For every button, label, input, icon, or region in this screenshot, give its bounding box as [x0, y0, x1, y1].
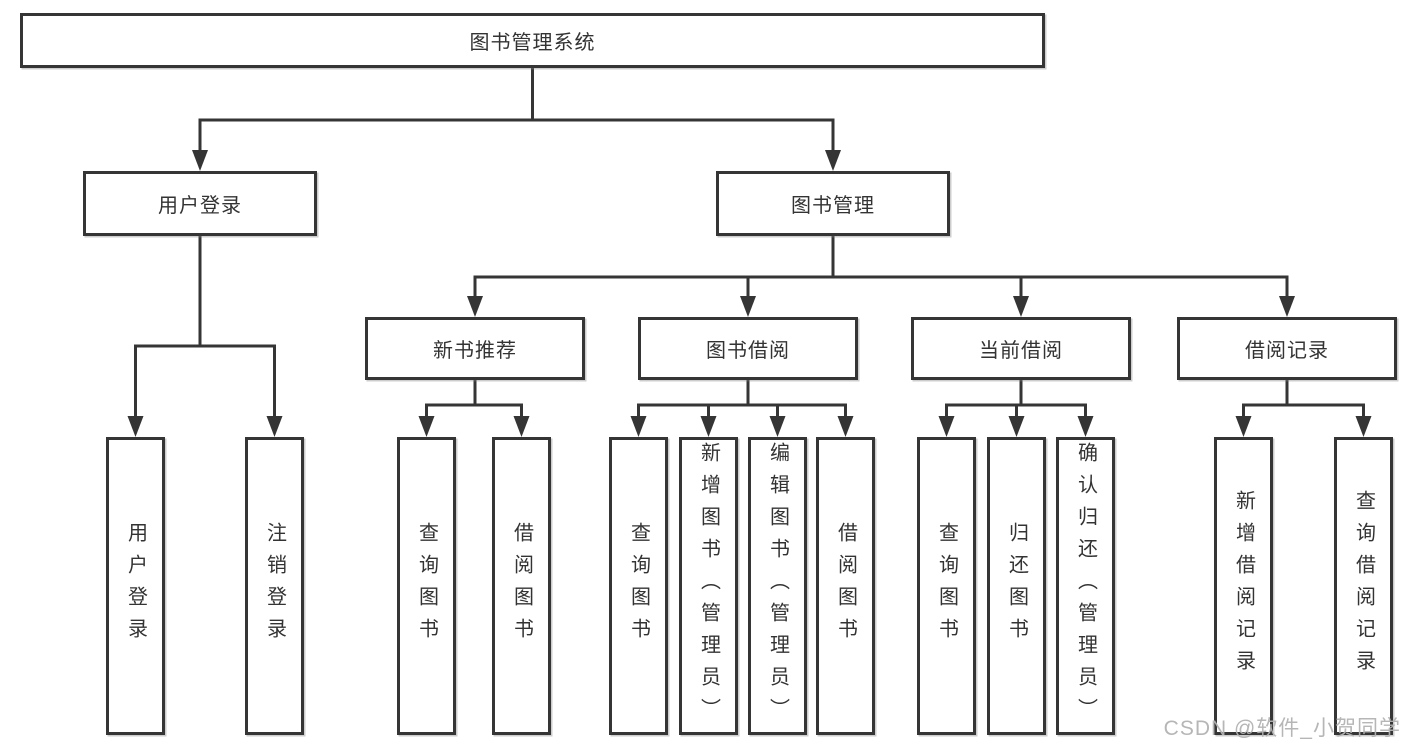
- leaf-bb-add-books-label: 新增图书（管理员）: [697, 442, 720, 730]
- node-library-system: 图书管理系统: [20, 13, 1045, 68]
- connector-new-book-recommend-to-leaves: [425, 380, 523, 418]
- node-user-login-label: 用户登录: [158, 195, 242, 217]
- node-new-book-recommend: 新书推荐: [365, 317, 585, 380]
- node-user-login: 用户登录: [83, 171, 317, 236]
- connector-borrow-records-to-leaves: [1242, 380, 1365, 418]
- leaf-bb-edit-books: 编辑图书（管理员）: [748, 437, 807, 735]
- leaf-bb-borrow-books: 借阅图书: [816, 437, 875, 735]
- leaf-user-login: 用户登录: [106, 437, 165, 735]
- node-library-system-label: 图书管理系统: [469, 32, 596, 54]
- leaf-cb-confirm-return: 确认归还（管理员）: [1056, 437, 1115, 735]
- leaf-br-query-record-label: 查询借阅记录: [1352, 490, 1375, 682]
- leaf-bb-add-books: 新增图书（管理员）: [679, 437, 738, 735]
- connector-current-borrow-to-leaves: [945, 380, 1087, 418]
- connector-book-borrow-to-leaves: [637, 380, 847, 418]
- leaf-nb-borrow-books-label: 借阅图书: [510, 522, 533, 650]
- leaf-cb-query-books: 查询图书: [917, 437, 976, 735]
- node-borrow-records-label: 借阅记录: [1245, 340, 1329, 362]
- leaf-bb-query-books-label: 查询图书: [627, 522, 650, 650]
- leaf-cb-return-books-label: 归还图书: [1005, 522, 1028, 650]
- node-book-borrow: 图书借阅: [638, 317, 858, 380]
- leaf-nb-query-books-label: 查询图书: [415, 522, 438, 650]
- leaf-logout: 注销登录: [245, 437, 304, 735]
- leaf-bb-query-books: 查询图书: [609, 437, 668, 735]
- leaf-bb-edit-books-label: 编辑图书（管理员）: [766, 442, 789, 730]
- leaf-cb-confirm-return-label: 确认归还（管理员）: [1074, 442, 1097, 730]
- leaf-nb-query-books: 查询图书: [397, 437, 456, 735]
- watermark: CSDN @软件_小贺同学: [1163, 717, 1401, 740]
- leaf-bb-borrow-books-label: 借阅图书: [834, 522, 857, 650]
- leaf-cb-query-books-label: 查询图书: [935, 522, 958, 650]
- leaf-br-add-record: 新增借阅记录: [1214, 437, 1273, 735]
- connector-book-management-to-level3: [473, 236, 1289, 298]
- node-current-borrow-label: 当前借阅: [979, 340, 1063, 362]
- node-borrow-records: 借阅记录: [1177, 317, 1397, 380]
- node-book-management: 图书管理: [716, 171, 950, 236]
- leaf-br-add-record-label: 新增借阅记录: [1232, 490, 1255, 682]
- connector-root-to-level2: [198, 66, 835, 152]
- leaf-logout-label: 注销登录: [263, 522, 286, 650]
- node-current-borrow: 当前借阅: [911, 317, 1131, 380]
- leaf-user-login-label: 用户登录: [124, 522, 147, 650]
- node-book-management-label: 图书管理: [791, 195, 875, 217]
- leaf-br-query-record: 查询借阅记录: [1334, 437, 1393, 735]
- node-new-book-recommend-label: 新书推荐: [433, 340, 517, 362]
- connector-user-login-to-leaves: [134, 236, 276, 418]
- leaf-nb-borrow-books: 借阅图书: [492, 437, 551, 735]
- leaf-cb-return-books: 归还图书: [987, 437, 1046, 735]
- node-book-borrow-label: 图书借阅: [706, 340, 790, 362]
